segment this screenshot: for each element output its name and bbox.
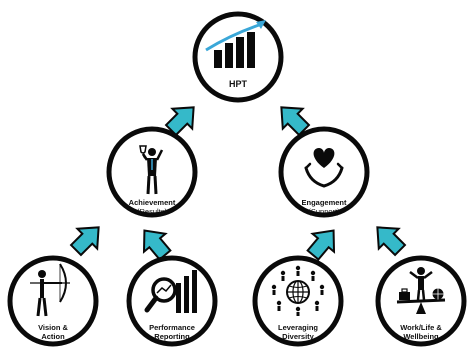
heart-in-hands-icon — [304, 148, 344, 188]
node-wellbeing-label-2: Wellbeing — [403, 332, 439, 341]
archer-icon — [30, 263, 70, 317]
arrow-wellbeing-to-engagement — [366, 216, 411, 261]
magnifier-chart-icon — [144, 270, 197, 313]
node-achievement-label: Achievement — [129, 198, 176, 207]
node-achievement-sub: (Results) — [137, 207, 168, 216]
arrow-vision-to-achievement — [65, 216, 110, 261]
balance-person-icon — [396, 267, 446, 314]
node-performance-label-1: Performance — [149, 323, 195, 332]
people-around-globe-icon — [271, 265, 325, 316]
trophy-person-icon — [139, 145, 164, 195]
node-diversity-label-2: Diversity — [282, 332, 315, 341]
node-performance: Performance Reporting — [126, 255, 218, 347]
node-wellbeing-label-1: Work/Life & — [400, 323, 442, 332]
node-vision-label-2: Action — [41, 332, 65, 341]
node-vision-label-1: Vision & — [38, 323, 68, 332]
node-wellbeing: Work/Life & Wellbeing — [375, 255, 467, 347]
rising-bar-chart-icon — [205, 20, 266, 68]
node-performance-label-2: Reporting — [154, 332, 190, 341]
node-vision: Vision & Action — [7, 255, 99, 347]
node-engagement-label: Engagement — [301, 198, 347, 207]
node-diversity: Leveraging Diversity — [252, 255, 344, 347]
node-hpt: HPT — [192, 11, 284, 103]
node-diversity-label-1: Leveraging — [278, 323, 318, 332]
node-engagement: Engagement (Support) — [278, 126, 370, 218]
node-achievement: Achievement (Results) — [106, 126, 198, 218]
node-engagement-sub: (Support) — [308, 207, 340, 216]
node-hpt-label: HPT — [229, 79, 248, 89]
